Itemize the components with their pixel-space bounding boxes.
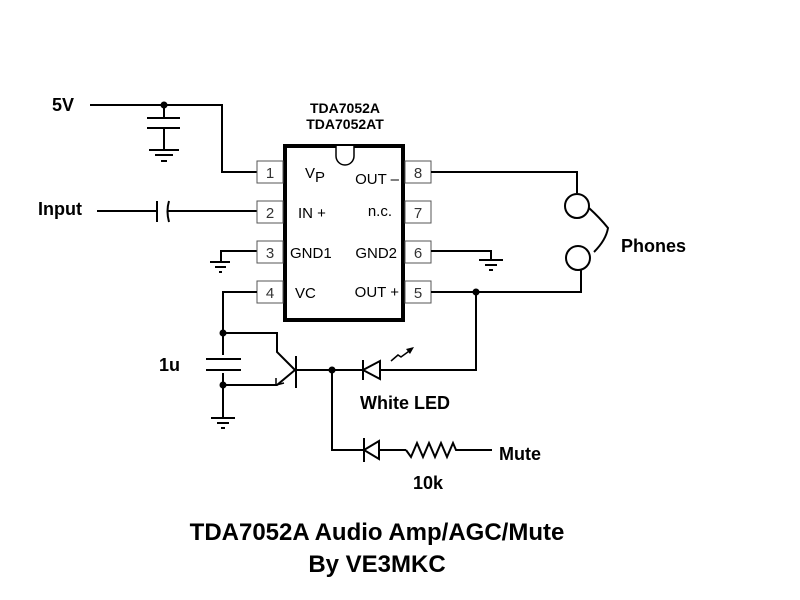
chip-part-number-2: TDA7052AT [306, 116, 384, 132]
svg-text:GND1: GND1 [290, 245, 332, 262]
agc-capacitor [205, 355, 241, 373]
label-1u: 1u [159, 355, 180, 375]
label-white-led: White LED [360, 393, 450, 413]
white-led [332, 347, 414, 381]
svg-text:2: 2 [266, 205, 274, 222]
label-phones: Phones [621, 236, 686, 256]
pin-3: 3 GND1 [256, 240, 332, 264]
pin-4: 4 VC [256, 280, 316, 304]
svg-text:8: 8 [414, 165, 422, 182]
resistor-10k [405, 440, 492, 460]
pin-6: 6 GND2 [355, 240, 432, 264]
svg-text:OUT +: OUT + [355, 284, 400, 301]
out-plus-wire [374, 270, 582, 371]
svg-text:6: 6 [414, 245, 422, 262]
svg-text:3: 3 [266, 245, 274, 262]
decoupling-capacitor [147, 105, 180, 150]
headphones-icon [564, 193, 610, 271]
ground-icon [211, 417, 235, 429]
gnd2-wire [431, 250, 503, 271]
svg-text:VC: VC [295, 285, 316, 302]
out-minus-wire [431, 171, 578, 193]
svg-text:n.c.: n.c. [368, 203, 392, 220]
diagram-title: TDA7052A Audio Amp/AGC/Mute [190, 519, 565, 546]
label-mute: Mute [499, 444, 541, 464]
label-input: Input [38, 199, 82, 219]
pin-7: 7 n.c. [368, 200, 432, 224]
gnd1-wire [210, 250, 257, 273]
svg-text:GND2: GND2 [355, 245, 397, 262]
label-10k: 10k [413, 473, 444, 493]
mute-diode [331, 370, 406, 462]
ground-icon [149, 149, 179, 162]
svg-text:1: 1 [266, 165, 274, 182]
svg-text:5: 5 [414, 285, 422, 302]
label-5v: 5V [52, 95, 74, 115]
pin-5: 5 OUT + [355, 280, 432, 304]
chip-part-number-1: TDA7052A [310, 100, 380, 116]
svg-text:4: 4 [266, 285, 274, 302]
input-capacitor [97, 200, 257, 223]
svg-text:7: 7 [414, 205, 422, 222]
pin-2: 2 IN + [256, 200, 326, 224]
svg-text:VP: VP [305, 165, 325, 186]
supply-wire [90, 101, 257, 173]
light-arrow-icon [390, 348, 413, 362]
ic-chip [283, 144, 405, 322]
diagram-author: By VE3MKC [308, 551, 445, 578]
pin1-notch [335, 146, 355, 166]
pnp-transistor [223, 332, 336, 388]
svg-text:IN +: IN + [298, 205, 326, 222]
svg-text:OUT –: OUT – [355, 171, 400, 188]
pin-1: 1 VP [256, 160, 325, 186]
